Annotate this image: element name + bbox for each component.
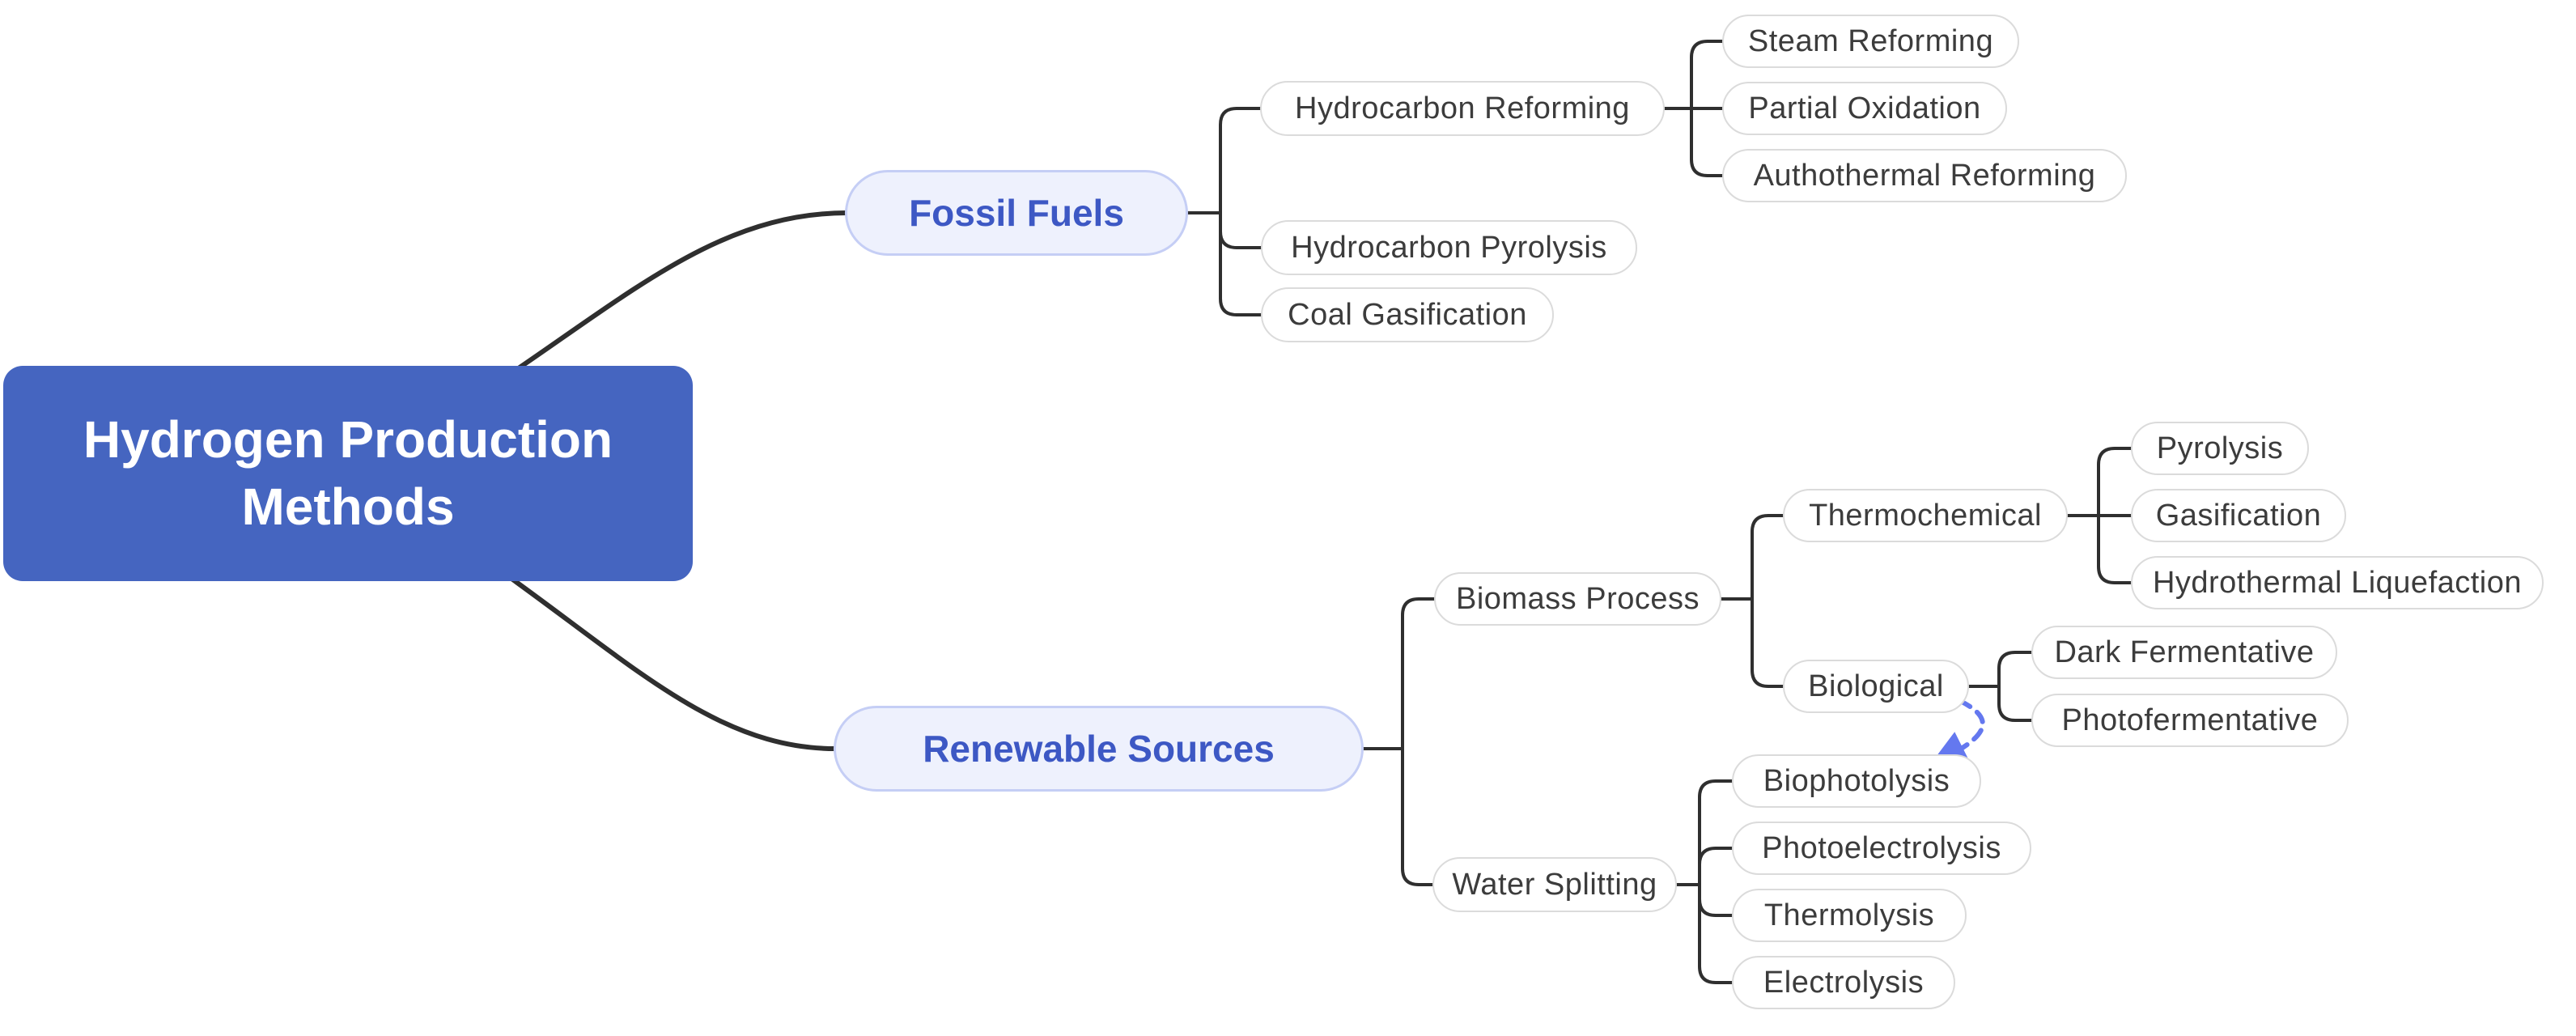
node-gasification[interactable]: Gasification	[2131, 489, 2346, 542]
node-biomass-process[interactable]: Biomass Process	[1434, 572, 1721, 626]
node-hydrothermal-liquefaction[interactable]: Hydrothermal Liquefaction	[2131, 556, 2544, 609]
node-photoelectrolysis[interactable]: Photoelectrolysis	[1732, 822, 2031, 875]
edge-group-fossil-fuels	[1186, 40, 1724, 316]
node-thermolysis[interactable]: Thermolysis	[1732, 889, 1967, 942]
node-coal-gasification[interactable]: Coal Gasification	[1261, 287, 1554, 342]
node-hydrocarbon-pyrolysis[interactable]: Hydrocarbon Pyrolysis	[1261, 220, 1637, 275]
edge-group-renewable-sources	[1362, 447, 2133, 984]
node-biological[interactable]: Biological	[1783, 660, 1969, 713]
node-hydrocarbon-reforming[interactable]: Hydrocarbon Reforming	[1260, 81, 1665, 136]
node-partial-oxidation[interactable]: Partial Oxidation	[1722, 82, 2007, 135]
node-thermochemical[interactable]: Thermochemical	[1783, 489, 2068, 542]
node-renewable-sources[interactable]: Renewable Sources	[834, 706, 1364, 792]
node-water-splitting[interactable]: Water Splitting	[1432, 857, 1677, 912]
node-pyrolysis[interactable]: Pyrolysis	[2131, 422, 2309, 475]
node-photofermentative[interactable]: Photofermentative	[2031, 694, 2349, 747]
node-steam-reforming[interactable]: Steam Reforming	[1722, 15, 2019, 68]
node-hydrogen-production-methods[interactable]: Hydrogen Production Methods	[3, 366, 693, 581]
node-electrolysis[interactable]: Electrolysis	[1732, 956, 1955, 1009]
cross-link-arrow	[1929, 698, 1985, 766]
node-biophotolysis[interactable]: Biophotolysis	[1732, 754, 1981, 808]
node-dark-fermentative[interactable]: Dark Fermentative	[2031, 626, 2337, 679]
node-fossil-fuels[interactable]: Fossil Fuels	[845, 170, 1188, 256]
node-authothermal-reforming[interactable]: Authothermal Reforming	[1722, 149, 2127, 202]
